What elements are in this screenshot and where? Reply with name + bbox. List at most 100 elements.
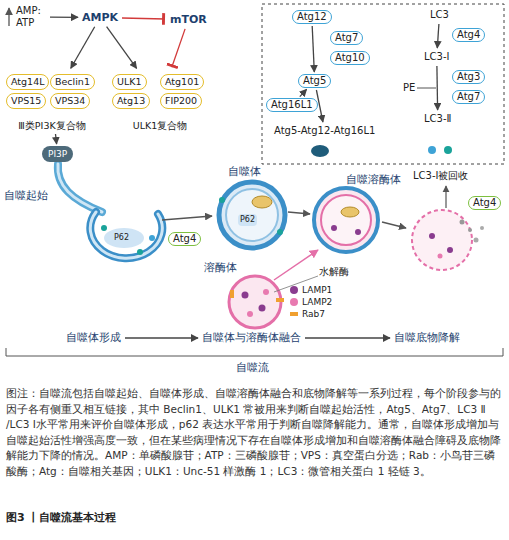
node-text: Atg101: [165, 76, 199, 87]
illustration-part: [219, 197, 225, 203]
annotation-label: P62: [238, 214, 257, 226]
arrow-connector: [56, 134, 57, 144]
legend-text: LAMP1: [302, 285, 332, 295]
node-text: Atg13: [117, 95, 145, 106]
pe-leader: [417, 88, 436, 89]
node-text: Atg5: [303, 75, 326, 86]
legend-row: Rab7: [290, 308, 332, 320]
illustration-part: [480, 226, 484, 230]
annotation-label: 自噬体: [228, 166, 261, 178]
arrow-connector: [436, 66, 438, 110]
protein-oval: Atg10: [330, 51, 370, 65]
stage-label: 自噬底物降解: [392, 330, 462, 346]
protein-oval: Atg4: [452, 28, 485, 42]
phagophore: [90, 212, 162, 258]
degradation-vesicle: [412, 210, 472, 270]
annotation-label: PE: [402, 82, 416, 94]
node-text: LC3-Ⅰ: [424, 51, 449, 62]
illustration-part: [474, 238, 479, 243]
complex-blob: [311, 145, 329, 157]
node-text: 自噬体形成: [66, 331, 121, 344]
node-text: 自噬体与溶酶体融合: [202, 331, 301, 344]
complex-label: Atg5-Atg12-Atg16L1: [272, 124, 377, 138]
node-text: LC3-Ⅱ: [424, 113, 451, 124]
protein-oval: Atg3: [452, 70, 485, 84]
illustration-part: [447, 247, 453, 253]
figure-title: 图3 丨自噬流基本过程: [6, 510, 116, 525]
node-text: VPS34: [55, 95, 85, 106]
node-text: Atg14L: [11, 76, 44, 87]
arrow-connector: [71, 27, 95, 69]
illustration-part: [242, 292, 249, 299]
illustration-part: [460, 220, 465, 225]
legend-text: Rab7: [302, 309, 325, 319]
arrow-connector: [305, 337, 390, 338]
illustration-part: [259, 305, 266, 312]
ratio-up-arrow: [8, 8, 9, 26]
annotation-label: LC3-Ⅰ被回收: [412, 170, 469, 182]
autophagosome: [219, 182, 285, 248]
dashed-panel: [262, 4, 504, 164]
stage-label: 自噬体形成: [64, 330, 123, 346]
protein-oval: ULK1: [112, 74, 147, 90]
cargo-blob: [104, 228, 144, 248]
illustration-part: [468, 228, 472, 232]
illustration-part: [276, 298, 284, 302]
arrow-connector: [107, 27, 137, 69]
node-text: Ⅲ类PI3K复合物: [4, 120, 100, 132]
protein-oval: Beclin1: [50, 74, 95, 90]
node-text: VPS15: [11, 95, 41, 106]
node-text: Atg4: [473, 197, 496, 208]
node-text: ULK1: [117, 76, 142, 87]
lc3-dot: [444, 146, 452, 154]
protein-oval: Atg5: [298, 74, 331, 88]
node-text: ULK1复合物: [108, 120, 212, 132]
figure-caption: 图注：自噬流包括自噬起始、自噬体形成、自噬溶酶体融合和底物降解等一系列过程，每个…: [6, 386, 503, 479]
protein-oval: Atg4: [468, 196, 501, 210]
flow-arrow: [288, 212, 310, 214]
annotation-label: 自噬流: [236, 362, 269, 374]
kinase-label: AMPK: [80, 10, 120, 25]
inhibition-connector: [122, 18, 165, 19]
protein-oval: Atg101: [160, 74, 204, 90]
protein-oval: Atg7: [452, 90, 485, 104]
illustration-part: [331, 225, 337, 231]
node-text: Atg7: [335, 32, 358, 43]
protein-oval: VPS34: [50, 93, 90, 109]
stage-label: 自噬体与溶酶体融合: [200, 330, 303, 346]
illustration-part: [429, 233, 435, 239]
node-text: LC3: [430, 9, 449, 20]
annotation-label: 水解酶: [318, 266, 350, 278]
arrow-connector: [312, 26, 314, 72]
illustration-part: [277, 229, 283, 235]
protein-oval: Atg4: [168, 232, 201, 246]
protein-oval: Atg7: [330, 31, 363, 45]
membrane-tube-inner: [58, 164, 102, 212]
arrow-connector: [125, 337, 198, 338]
node-text: Atg5-Atg12-Atg16L1: [274, 125, 375, 136]
node-text: Atg12: [297, 11, 327, 22]
protein-oval: Atg16L1: [266, 98, 318, 112]
flux-bracket: [6, 348, 503, 356]
annotation-label: 溶酶体: [204, 262, 237, 274]
protein-oval: VPS15: [6, 93, 46, 109]
node-text: Atg16L1: [271, 99, 313, 110]
membrane-tube: [58, 164, 102, 212]
complex-group: Ⅲ类PI3K复合物 Atg14L Beclin1VPS15 VPS34: [4, 70, 100, 132]
node-text: Atg3: [457, 71, 480, 82]
protein-oval: FIP200: [160, 93, 202, 109]
annotation-label: 自噬起始: [4, 190, 48, 202]
protein-label: LC3: [428, 8, 451, 22]
arrow-connector: [300, 89, 307, 96]
legend-swatch: [290, 312, 298, 316]
protein-oval: Atg13: [112, 93, 150, 109]
illustration-part: [321, 195, 371, 245]
fusion-arrow: [274, 250, 318, 280]
node-text: Beclin1: [55, 76, 90, 87]
legend-row: LAMP1: [290, 284, 332, 296]
lysosome: [229, 276, 281, 328]
illustration-part: [149, 235, 155, 241]
illustration-part: [355, 229, 361, 235]
complex-group: ULK1复合物 ULK1 Atg101Atg13 FIP200: [108, 70, 212, 132]
legend: LAMP1LAMP2Rab7: [290, 284, 332, 320]
